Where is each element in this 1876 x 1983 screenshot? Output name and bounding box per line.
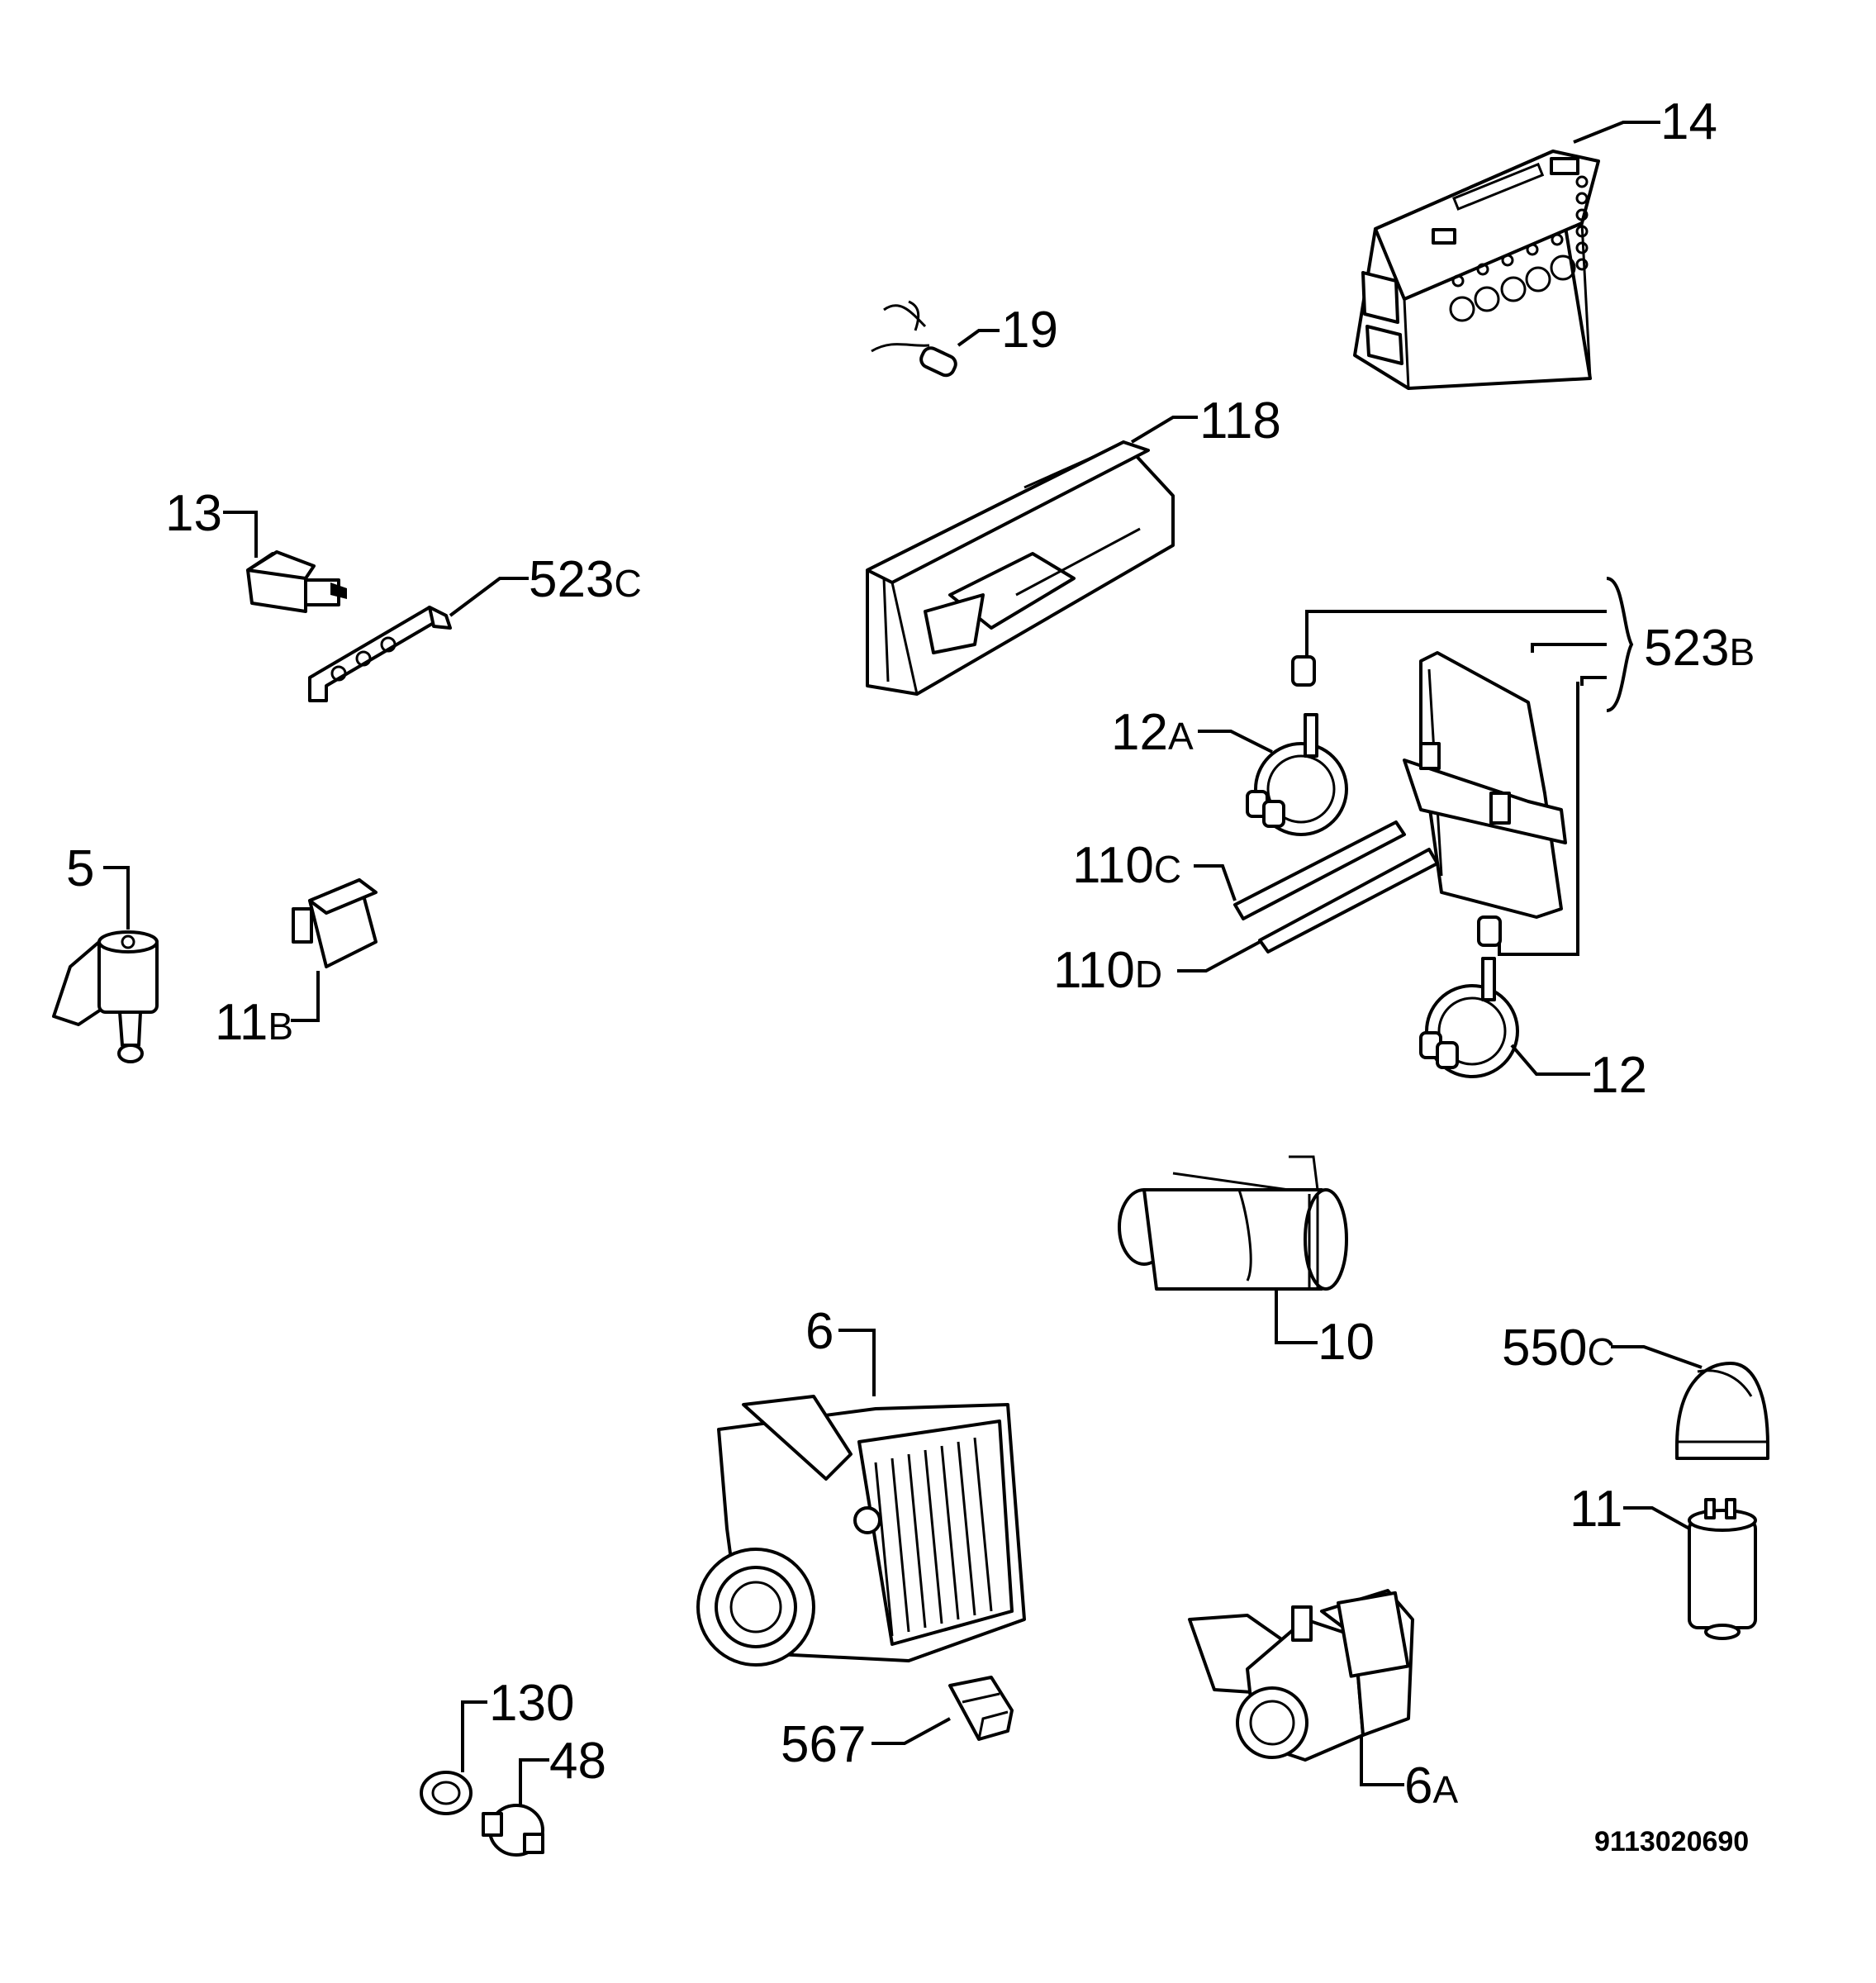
label-48: 48 [549, 1733, 606, 1790]
part-523c-bracket[interactable] [308, 606, 452, 702]
part-6-circulation-motor[interactable] [696, 1395, 1026, 1667]
part-10-heater[interactable] [1118, 1155, 1348, 1291]
part-523b-fittings[interactable] [1291, 655, 1502, 947]
label-11: 11 [1570, 1481, 1622, 1538]
label-13: 13 [165, 485, 222, 542]
label-567: 567 [781, 1716, 866, 1773]
label-10: 10 [1318, 1314, 1375, 1371]
part-130-seal-ring[interactable] [420, 1771, 473, 1815]
label-110c: 110C [1072, 837, 1181, 894]
label-118: 118 [1199, 392, 1281, 449]
part-13-switch[interactable] [246, 550, 347, 613]
part-110c-hose[interactable] [1233, 820, 1406, 920]
part-6a-drain-pump[interactable] [1188, 1589, 1414, 1762]
part-118-panel[interactable] [866, 440, 1175, 696]
label-6: 6 [805, 1303, 834, 1360]
part-12-pressure-switch[interactable] [1419, 957, 1519, 1078]
part-5-inlet-valve[interactable] [52, 930, 159, 1063]
label-11b: 11B [215, 994, 293, 1051]
label-523b: 523B [1644, 620, 1755, 677]
label-523c: 523C [529, 551, 642, 608]
label-19: 19 [1001, 302, 1058, 359]
part-11b-relay[interactable] [292, 878, 378, 968]
label-6a: 6A [1404, 1757, 1458, 1814]
part-19-sensor[interactable] [871, 300, 958, 378]
label-12: 12 [1590, 1047, 1647, 1104]
part-567-clip[interactable] [948, 1676, 1014, 1741]
label-12a: 12A [1111, 704, 1194, 761]
part-14-electronic-module[interactable] [1353, 150, 1600, 390]
diagram-code: 9113020690 [1594, 1826, 1749, 1857]
part-48-plug[interactable] [482, 1804, 544, 1857]
label-110d: 110D [1053, 942, 1162, 999]
part-550c-cap[interactable] [1675, 1362, 1769, 1460]
label-550c: 550C [1502, 1320, 1615, 1377]
label-5: 5 [66, 840, 94, 897]
support-bracket[interactable] [1403, 651, 1567, 919]
part-12a-pressure-switch[interactable] [1246, 713, 1348, 836]
part-11-capacitor[interactable] [1688, 1498, 1757, 1640]
part-110d-hose[interactable] [1258, 848, 1439, 953]
label-14: 14 [1660, 93, 1717, 150]
label-130: 130 [489, 1675, 574, 1732]
